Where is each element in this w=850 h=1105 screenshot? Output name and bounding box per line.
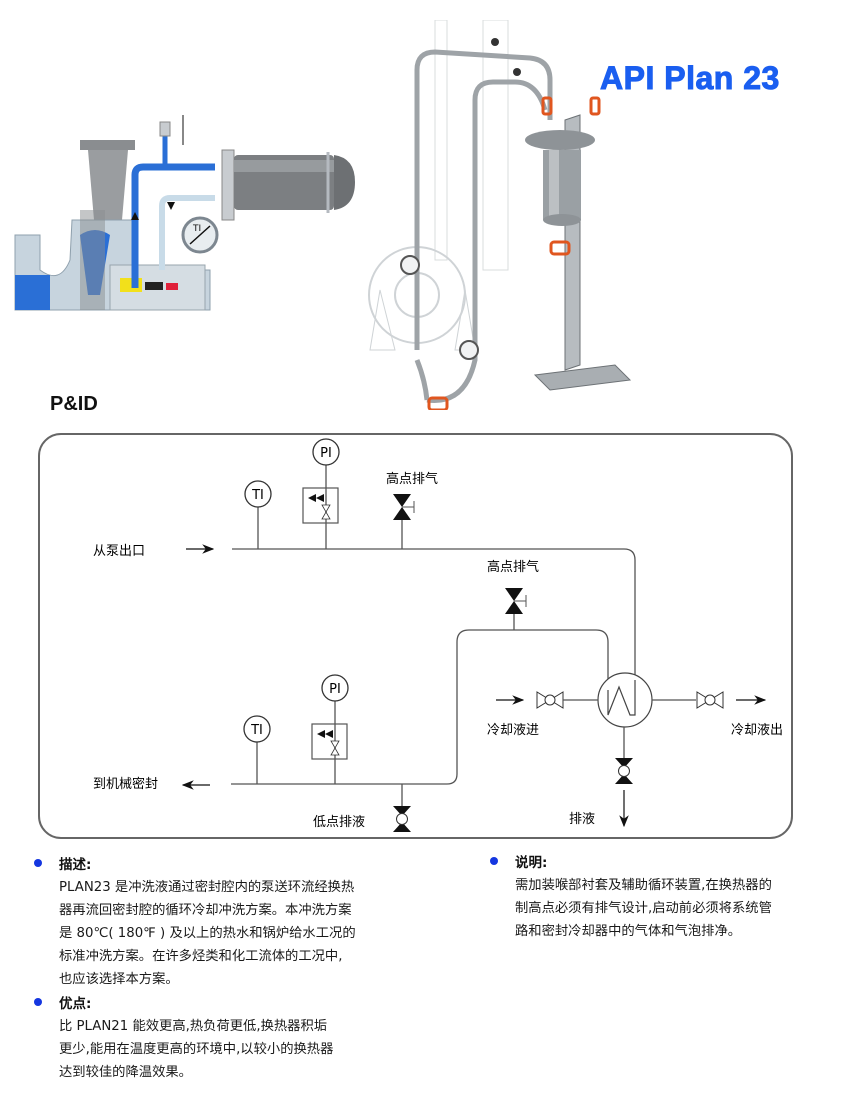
high-vent-1-label: 高点排气 (386, 471, 438, 487)
coolant-out-label: 冷却液出 (731, 723, 783, 738)
vessel-highlight (549, 150, 559, 220)
ti-bottom-label: TI (250, 723, 263, 738)
drain-valve-handle (549, 240, 571, 256)
process-fluid (15, 275, 50, 310)
page-title: API Plan 23 (600, 60, 780, 97)
drain-valve-ball (618, 765, 630, 777)
bullet-icon (490, 857, 498, 865)
high-vent-1-handle (402, 501, 415, 513)
description-title: 描述: (59, 857, 92, 873)
discharge-nozzle (88, 150, 128, 220)
pi-top-label: PI (320, 446, 332, 461)
coolant-in-label: 冷却液进 (487, 723, 539, 738)
seal-oring (166, 283, 178, 290)
high-vent-2-handle (514, 595, 527, 607)
gauge-label: TI (192, 224, 201, 234)
drain-label: 排液 (569, 812, 595, 827)
low-drain-valve-ball (396, 813, 408, 825)
notes-line: 需加装喉部衬套及辅助循环装置,在换热器的 (515, 878, 772, 893)
description-line: PLAN23 是冲洗液通过密封腔内的泵送环流经换热 (59, 880, 355, 895)
bg-pipe-1 (434, 20, 448, 261)
coolant-out-valve-ball (704, 694, 716, 706)
gauge-needle (189, 225, 211, 245)
isometric-illustration (368, 20, 632, 410)
seal-ring (145, 282, 163, 290)
vessel-flange (525, 130, 595, 150)
description-line: 器再流回密封腔的循环冷却冲洗方案。本冲洗方案 (59, 903, 352, 918)
return-pipe (414, 49, 553, 350)
coolant-in-valve-ball (544, 694, 556, 706)
vent-valve (159, 121, 171, 137)
return-pipe (159, 195, 215, 270)
cooler-end-cap (334, 155, 355, 210)
ti-top-bubble (244, 480, 272, 508)
heat-exchanger (597, 672, 653, 728)
pi-bottom-bleed-valve-icon (317, 730, 333, 738)
advantages-section: 优点: 比 PLAN21 能效更高,热负荷更低,换热器积垢 更少,能用在温度更高… (34, 991, 333, 1084)
notes-section: 说明: 需加装喉部衬套及辅助循环装置,在换热器的 制高点必须有排气设计,启动前必… (490, 850, 772, 943)
flow-arrow-up (131, 212, 139, 220)
pi-bottom-manifold-box (311, 723, 348, 760)
low-drain-label: 低点排液 (313, 815, 365, 830)
pi-top-bleed-valve-icon (308, 494, 324, 502)
process-line-loop (231, 629, 609, 785)
ti-top-label: TI (251, 488, 264, 503)
pi-bottom-label: PI (329, 682, 341, 697)
heat-exchanger-coil (607, 680, 636, 716)
bullet-icon (34, 859, 42, 867)
bullet-icon (34, 998, 42, 1006)
pi-top-bubble (312, 438, 340, 466)
stand-base (533, 364, 632, 391)
advantages-title: 优点: (59, 996, 92, 1012)
vent-valve-handle-1 (541, 96, 553, 116)
pumping-ring-outlet-pipe (131, 163, 215, 288)
advantages-line: 更少,能用在温度更高的环境中,以较小的换热器 (59, 1042, 334, 1057)
vent-fitting-1 (491, 38, 499, 46)
pi-bottom-bubble (321, 674, 349, 702)
flange-top (80, 140, 135, 150)
shaft (80, 210, 105, 310)
advantages-line: 达到较佳的降温效果。 (59, 1065, 192, 1080)
flow-arrow-down (167, 202, 175, 210)
description-section: 描述: PLAN23 是冲洗液通过密封腔内的泵送环流经换热 器再流回密封腔的循环… (34, 852, 356, 991)
advantages-line: 比 PLAN21 能效更高,热负荷更低,换热器积垢 (59, 1019, 328, 1034)
pressure-gauge-2 (459, 340, 479, 360)
low-drain-valve-icon (393, 806, 411, 832)
diagram-frame (38, 433, 793, 839)
ti-bottom-bubble (243, 715, 271, 743)
drain-valve-icon (615, 758, 633, 784)
pid-diagram: TI PI 高点排气 从泵出口 高点排气 冷却液进 冷却液出 排液 到机械密封 … (38, 433, 793, 839)
description-line: 标准冲洗方案。在许多烃类和化工流体的工况中, (59, 949, 343, 964)
high-vent-2-label: 高点排气 (487, 559, 539, 575)
notes-line: 制高点必须有排气设计,启动前必须将系统管 (515, 901, 772, 916)
pi-top-manifold-box (302, 487, 339, 524)
vent-valve-handle-2 (589, 96, 601, 116)
description-line: 是 80℃( 180℉ ) 及以上的热水和锅炉给水工况的 (59, 926, 356, 941)
notes-line: 路和密封冷却器中的气体和气泡排净。 (515, 924, 742, 939)
pid-heading: P&ID (50, 393, 98, 415)
to-mech-seal-label: 到机械密封 (93, 776, 158, 792)
supply-pipe (414, 79, 548, 403)
low-drain-valve-handle (427, 396, 449, 410)
pi-top-isolation-valve-icon (321, 504, 331, 520)
bg-pipe-2 (482, 20, 509, 271)
cooler-highlight (234, 160, 334, 172)
pressure-gauge-1 (400, 255, 420, 275)
from-pump-outlet-label: 从泵出口 (93, 544, 145, 559)
notes-title: 说明: (515, 855, 548, 871)
vessel-bottom (543, 214, 581, 226)
process-line-top (232, 548, 636, 690)
description-line: 也应该选择本方案。 (59, 972, 179, 987)
vent-fitting-2 (513, 68, 521, 76)
pi-bottom-isolation-valve-icon (330, 740, 340, 756)
seal-cross-section-illustration: TI (14, 115, 355, 311)
